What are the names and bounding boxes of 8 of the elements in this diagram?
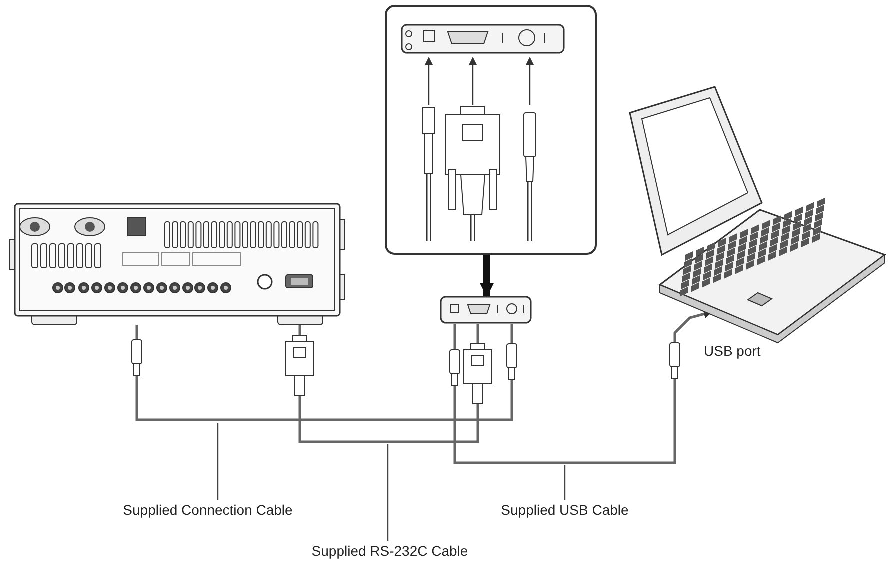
cable-label: Supplied USB Cable bbox=[500, 501, 630, 520]
cable-label: Supplied RS-232C Cable bbox=[310, 542, 470, 561]
port-label: USB port bbox=[704, 343, 761, 359]
cable-label: Supplied Connection Cable bbox=[122, 501, 294, 520]
leader-line bbox=[387, 444, 389, 541]
leader-line bbox=[217, 423, 219, 500]
arrow bbox=[480, 255, 494, 298]
leader-line bbox=[564, 465, 566, 500]
